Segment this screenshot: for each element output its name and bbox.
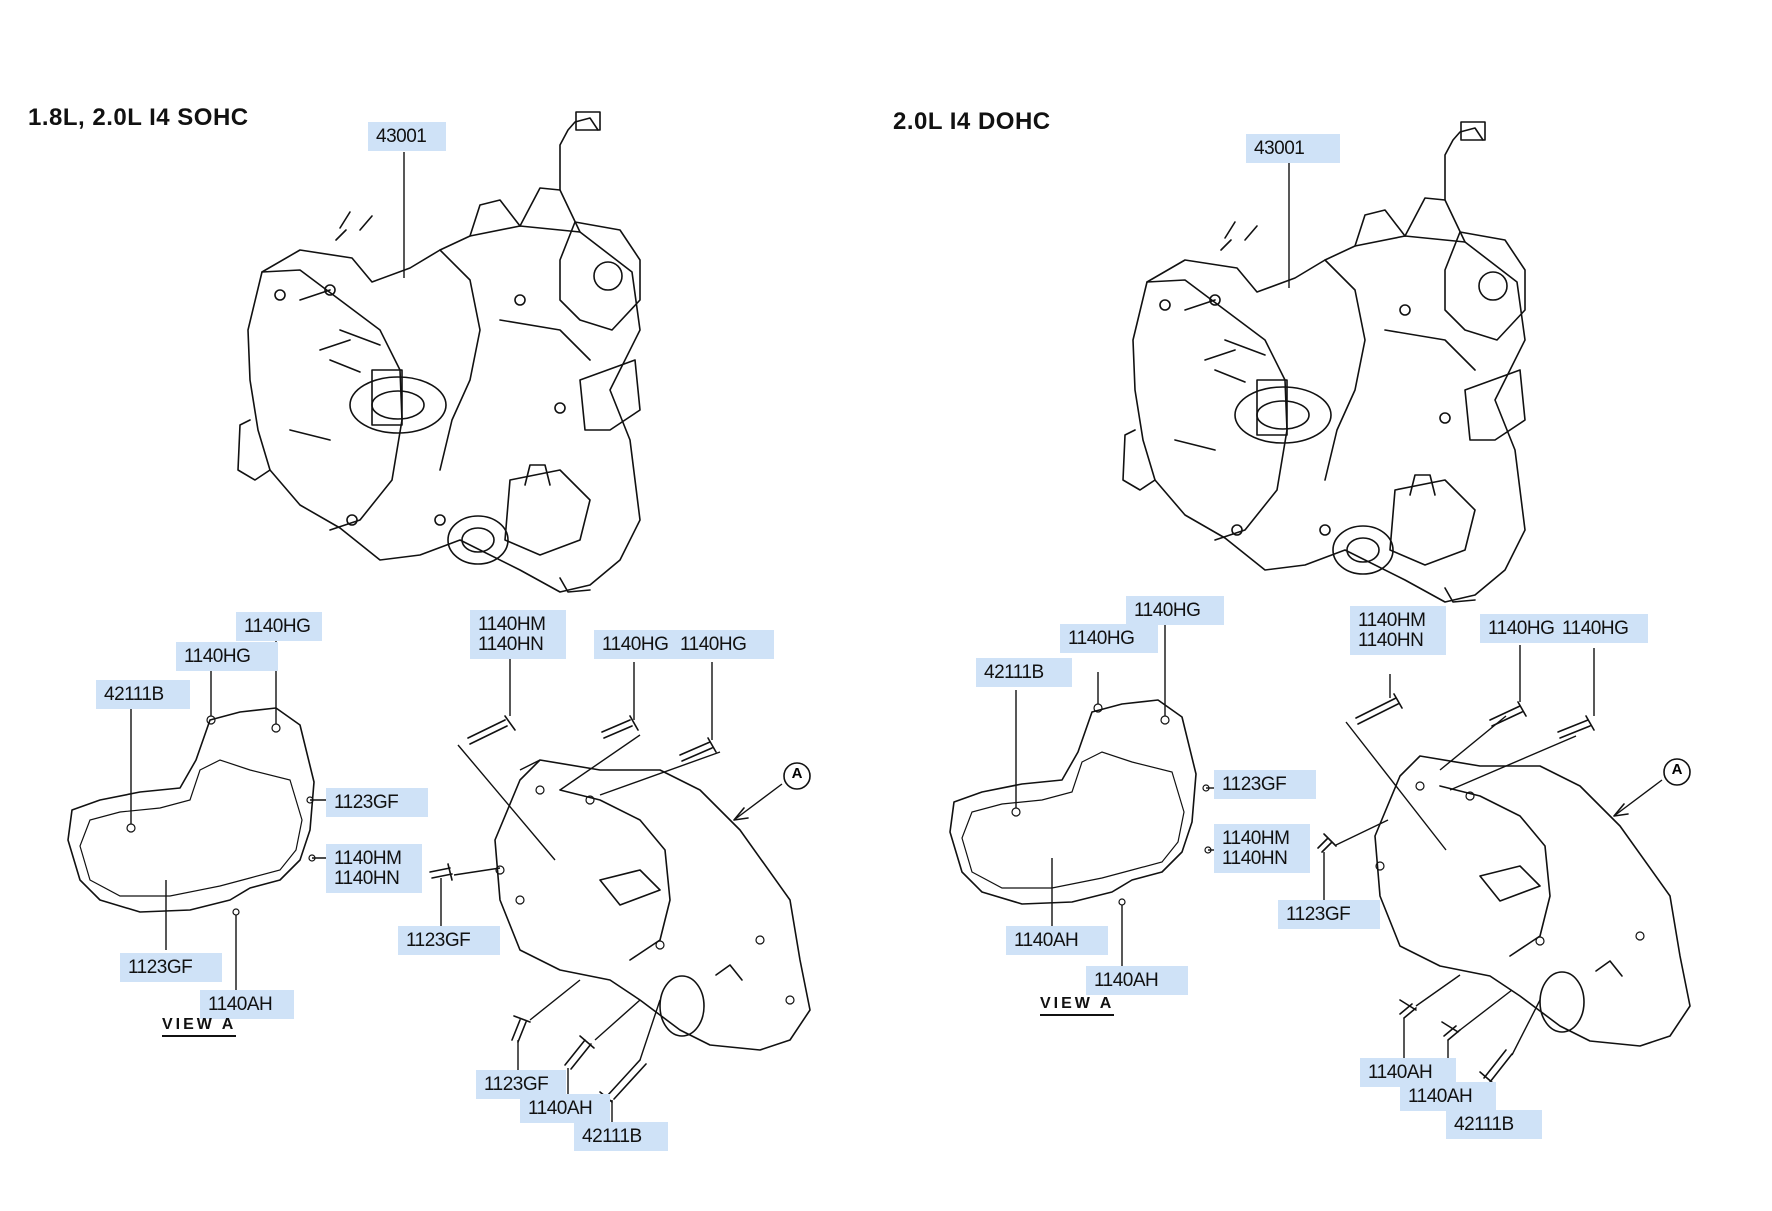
callout-43001-left[interactable]: 43001 (368, 122, 446, 151)
view-a-label-left: VIEW A (162, 1016, 237, 1037)
callout-1140hg-right-b[interactable]: 1140HG (1060, 624, 1158, 653)
callout-text: 1140HG (680, 634, 747, 655)
transaxle-assembly-right (1122, 121, 1526, 603)
callout-text: 1140HG (1488, 618, 1555, 639)
callout-text-hm: 1140HM (334, 848, 402, 869)
callout-1140hg-right-d[interactable]: 1140HG (1554, 614, 1648, 643)
housing-exploded-left (429, 655, 811, 1124)
gasket-view-a-right (949, 699, 1197, 905)
callout-1140ah-right-a[interactable]: 1140AH (1006, 926, 1108, 955)
callout-1123gf-left-a[interactable]: 1123GF (326, 788, 428, 817)
callout-1123gf-left-b[interactable]: 1123GF (120, 953, 222, 982)
left-heading: 1.8L, 2.0L I4 SOHC (28, 104, 249, 131)
callout-text-hn: 1140HN (478, 634, 544, 655)
callout-42111b-right[interactable]: 42111B (976, 658, 1072, 687)
view-a-label-right: VIEW A (1040, 995, 1115, 1016)
callout-1123gf-right-a[interactable]: 1123GF (1214, 770, 1316, 799)
callout-1140hg-left-c[interactable]: 1140HG (594, 630, 684, 659)
callout-text: 42111B (104, 684, 164, 705)
callout-text: 1140AH (208, 994, 273, 1015)
callout-text-hn: 1140HN (1222, 848, 1288, 869)
callout-text: 1123GF (128, 957, 193, 978)
callout-text: 42111B (984, 662, 1044, 683)
callout-text: 1140HG (1562, 618, 1629, 639)
callout-42111b-right-b[interactable]: 42111B (1446, 1110, 1542, 1139)
callout-1140ah-left-b[interactable]: 1140AH (520, 1094, 610, 1123)
callout-1140ah-right-b[interactable]: 1140AH (1086, 966, 1188, 995)
callout-1123gf-right-c[interactable]: 1123GF (1278, 900, 1380, 929)
callout-text: 1140HG (602, 634, 669, 655)
marker-a-right: A (1671, 761, 1683, 778)
callout-text: 42111B (1454, 1114, 1514, 1135)
callout-text-hm: 1140HM (478, 614, 546, 635)
right-heading: 2.0L I4 DOHC (893, 108, 1051, 135)
transaxle-assembly-left (237, 111, 641, 593)
callout-1140ah-right-d[interactable]: 1140AH (1400, 1082, 1496, 1111)
callout-1140ah-left-a[interactable]: 1140AH (200, 990, 294, 1019)
callout-text: 1123GF (406, 930, 471, 951)
callout-text: 1140HG (184, 646, 251, 667)
callout-1123gf-left-c[interactable]: 1123GF (398, 926, 500, 955)
callout-42111b-left-b[interactable]: 42111B (574, 1122, 668, 1151)
callout-text-hn: 1140HN (334, 868, 400, 889)
callout-text: 43001 (376, 126, 427, 147)
callout-1140hg-left-d[interactable]: 1140HG (672, 630, 774, 659)
callout-text: 1140HG (1068, 628, 1135, 649)
callout-text: 1140HG (1134, 600, 1201, 621)
callout-42111b-left[interactable]: 42111B (96, 680, 190, 709)
callout-1140hg-left-a[interactable]: 1140HG (236, 612, 322, 641)
callout-text: 1123GF (334, 792, 399, 813)
housing-exploded-right (1374, 755, 1691, 1047)
callout-text: 1140AH (528, 1098, 593, 1119)
callout-text: 1140AH (1014, 930, 1079, 951)
callout-text-hm: 1140HM (1222, 828, 1290, 849)
callout-text: 43001 (1254, 138, 1305, 159)
callout-text: 1140AH (1368, 1062, 1433, 1083)
callout-text-hn: 1140HN (1358, 630, 1424, 651)
callout-text: 42111B (582, 1126, 642, 1147)
callout-text: 1140HG (244, 616, 311, 637)
callout-43001-right[interactable]: 43001 (1246, 134, 1340, 163)
callout-text: 1140AH (1408, 1086, 1473, 1107)
callout-text: 1123GF (1222, 774, 1287, 795)
callout-text-hm: 1140HM (1358, 610, 1426, 631)
callout-text: 1140AH (1094, 970, 1159, 991)
callout-text: 1123GF (484, 1074, 549, 1095)
callout-1140hg-left-b[interactable]: 1140HG (176, 642, 278, 671)
callout-text: 1123GF (1286, 904, 1351, 925)
callout-1140hg-right-a[interactable]: 1140HG (1126, 596, 1224, 625)
marker-a-left: A (791, 765, 803, 782)
